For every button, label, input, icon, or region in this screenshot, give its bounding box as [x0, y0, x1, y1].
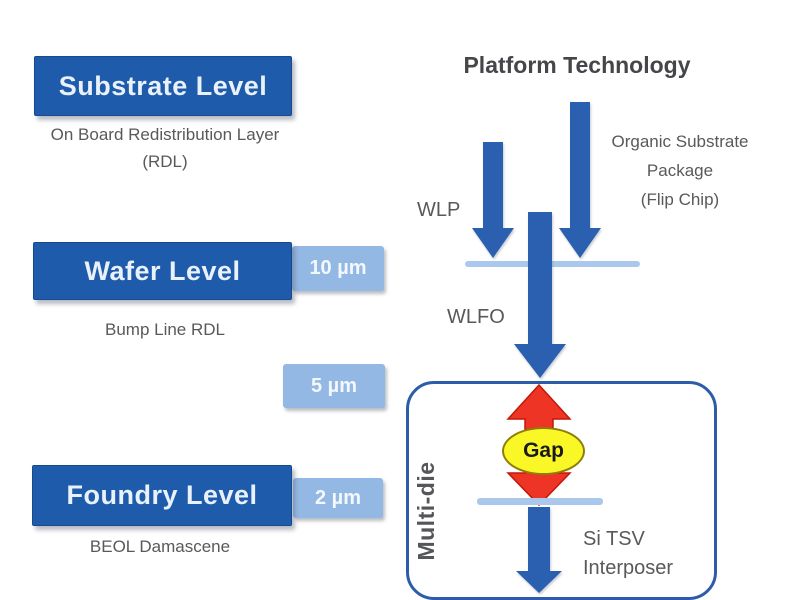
wafer-interface-line: [465, 261, 640, 267]
wlfo-label: WLFO: [447, 306, 505, 328]
foundry-caption: BEOL Damascene: [89, 537, 231, 556]
wlp-down-arrow-icon: [472, 142, 514, 258]
organic-caption-line1: Organic Substrate: [611, 132, 749, 151]
gap-ellipse: Gap: [502, 427, 585, 475]
interposer-interface-line: [477, 498, 603, 505]
si-tsv-caption-line1: Si TSV: [583, 528, 645, 550]
wlfo-down-arrow-icon: [514, 212, 566, 378]
interposer-down-arrow-icon: [516, 507, 562, 593]
organic-down-arrow-icon: [559, 102, 601, 258]
substrate-caption-line2: (RDL): [142, 152, 188, 171]
substrate-level-box: Substrate Level: [34, 56, 292, 116]
foundry-level-box: Foundry Level: [32, 465, 292, 526]
organic-caption-line3: (Flip Chip): [640, 190, 720, 209]
wafer-caption: Bump Line RDL: [104, 320, 225, 339]
wlp-label: WLP: [417, 199, 461, 221]
wafer-10um-badge: 10 µm: [292, 246, 384, 291]
platform-technology-title: Platform Technology: [463, 52, 691, 78]
substrate-caption-line1: On Board Redistribution Layer: [50, 125, 280, 144]
arrows-overlay: [465, 102, 640, 593]
wafer-level-box: Wafer Level: [33, 242, 292, 300]
organic-caption-line2: Package: [646, 161, 714, 180]
foundry-2um-badge: 2 µm: [293, 478, 383, 518]
si-tsv-caption-line2: Interposer: [583, 557, 674, 579]
multi-die-box: [406, 381, 717, 600]
standalone-5um-badge: 5 µm: [283, 364, 385, 408]
